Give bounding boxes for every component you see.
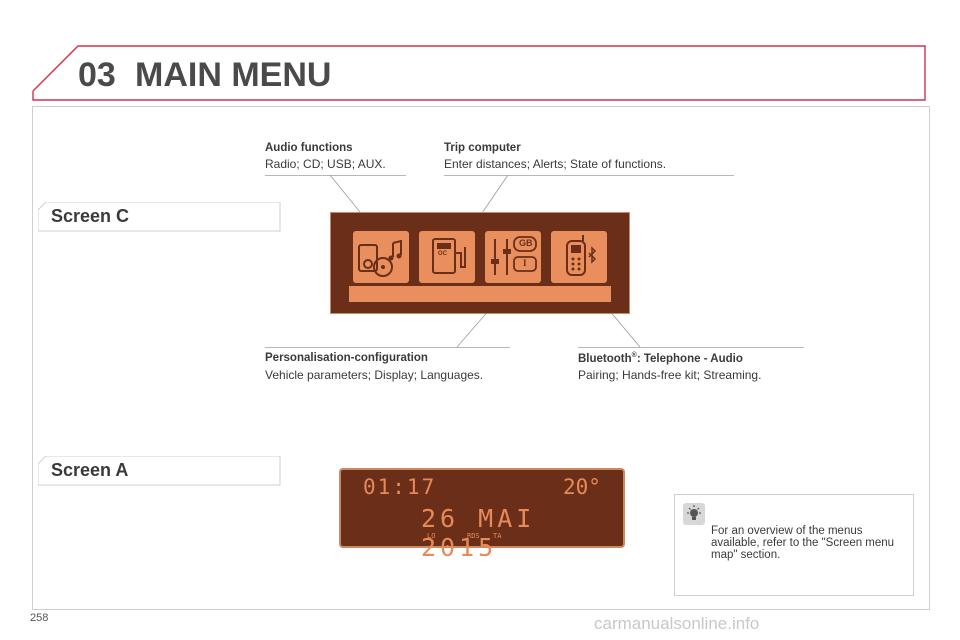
watermark: carmanualsonline.info bbox=[594, 614, 760, 633]
page-title: MAIN MENU bbox=[135, 56, 332, 94]
fuel-pump-icon bbox=[432, 238, 466, 274]
registered-mark: ® bbox=[631, 352, 637, 359]
bluetooth-title-prefix: Bluetooth bbox=[578, 352, 632, 365]
bluetooth-title-suffix: : Telephone - Audio bbox=[636, 352, 743, 365]
trip-icon-text: OC bbox=[438, 251, 447, 257]
personalisation-rule bbox=[265, 347, 510, 348]
trip-rule bbox=[444, 175, 734, 176]
screen-a-tab bbox=[38, 456, 281, 486]
screen-c-tab bbox=[38, 202, 281, 232]
audio-menu-icon[interactable] bbox=[353, 231, 409, 283]
bluetooth-title: Bluetooth®: Telephone - Audio bbox=[578, 352, 743, 365]
note-text: For an overview of the menus available, … bbox=[711, 525, 895, 561]
chapter-number: 03 bbox=[78, 56, 116, 94]
bluetooth-desc: Pairing; Hands-free kit; Streaming. bbox=[578, 368, 762, 382]
date-readout: 26 MAI 2015 bbox=[421, 504, 536, 562]
screen-c-label: Screen C bbox=[51, 206, 130, 226]
chapter-header bbox=[30, 44, 928, 102]
audio-functions-title: Audio functions bbox=[265, 142, 353, 154]
lightbulb-glyph bbox=[687, 505, 701, 520]
header-frame bbox=[32, 45, 926, 101]
lightbulb-icon bbox=[683, 503, 705, 525]
clock-readout: 01:17 bbox=[363, 475, 437, 499]
trip-computer-menu-icon[interactable]: OC bbox=[419, 231, 475, 283]
lo-indicator: LO bbox=[427, 532, 436, 540]
sliders-language-icon bbox=[491, 236, 537, 275]
temperature-readout: 20° bbox=[563, 475, 601, 499]
personalisation-menu-icon[interactable]: GB I bbox=[485, 231, 541, 283]
personalisation-desc: Vehicle parameters; Display; Languages. bbox=[265, 368, 484, 382]
trip-computer-desc: Enter distances; Alerts; State of functi… bbox=[444, 157, 667, 171]
music-cd-icon bbox=[358, 239, 402, 277]
language-gb-text: GB bbox=[519, 238, 533, 248]
language-i-text: I bbox=[523, 258, 527, 268]
audio-functions-desc: Radio; CD; USB; AUX. bbox=[265, 157, 386, 171]
ta-indicator: TA bbox=[493, 532, 502, 540]
screen-a-label: Screen A bbox=[51, 460, 129, 480]
bluetooth-menu-icon[interactable] bbox=[551, 231, 607, 283]
personalisation-title: Personalisation-configuration bbox=[265, 352, 428, 364]
content-panel bbox=[32, 106, 930, 610]
rds-indicator: RDS bbox=[467, 532, 480, 540]
audio-rule bbox=[265, 175, 406, 176]
page-number: 258 bbox=[30, 612, 49, 624]
note-box: For an overview of the menus available, … bbox=[674, 494, 914, 596]
phone-bluetooth-icon bbox=[566, 235, 597, 276]
screen-c-display: OC GB I bbox=[330, 212, 630, 314]
trip-computer-title: Trip computer bbox=[444, 142, 521, 154]
screen-a-display: 01:17 20° 26 MAI 2015 LO RDS TA bbox=[339, 468, 625, 562]
screen-c-status-bar bbox=[349, 286, 611, 302]
bluetooth-rule bbox=[578, 347, 804, 348]
